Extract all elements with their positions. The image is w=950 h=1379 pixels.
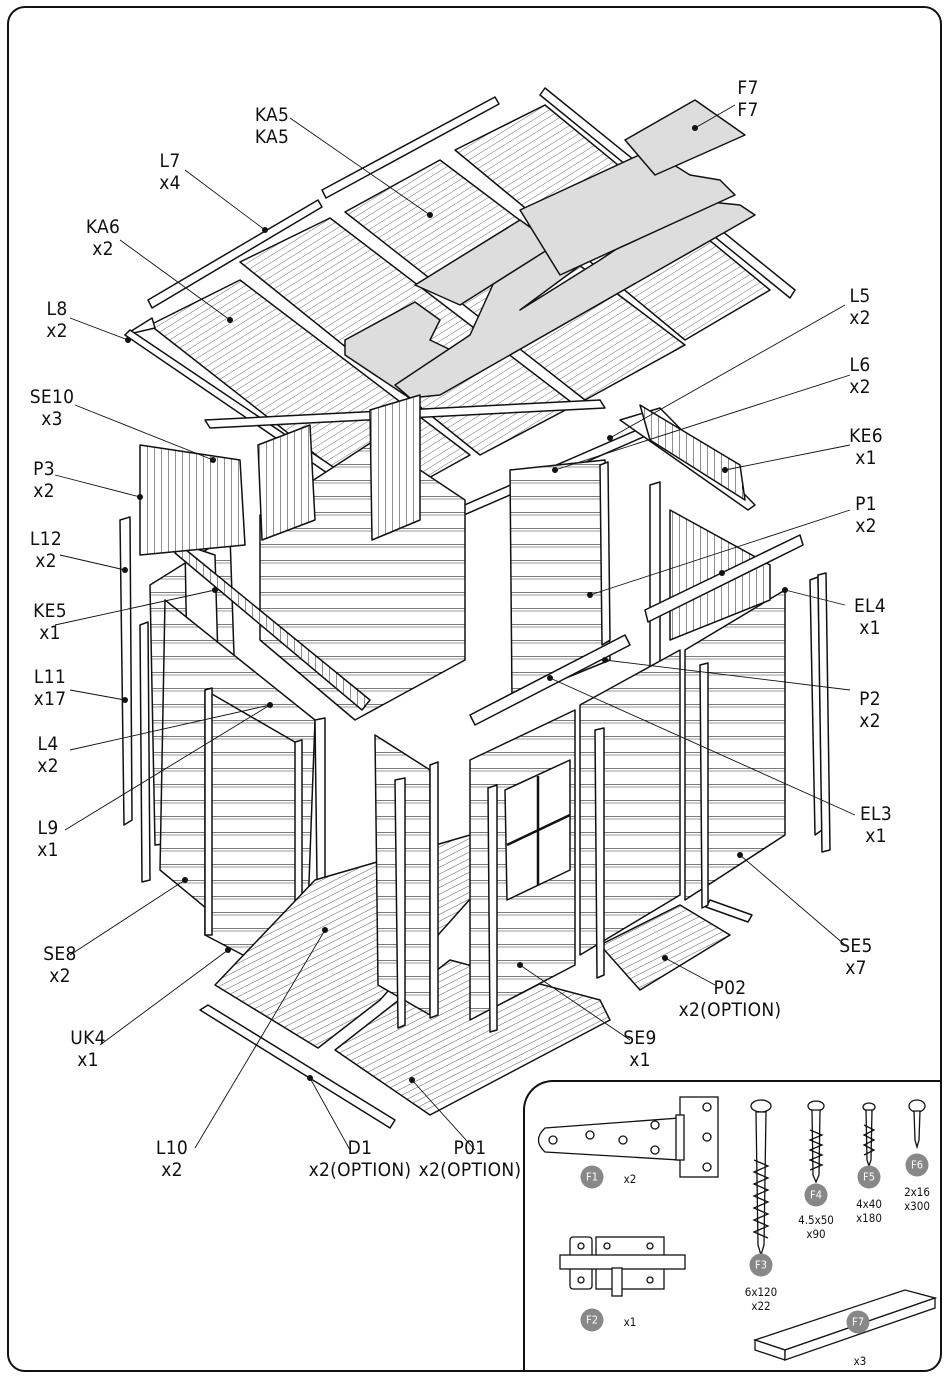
hw-f1-qty: x2 <box>624 1172 637 1186</box>
board-f7-icon <box>755 1290 935 1360</box>
hinge-icon <box>539 1097 719 1177</box>
badge-f6: F6 <box>906 1154 929 1177</box>
hw-f7-qty: x3 <box>854 1354 867 1368</box>
badge-f5: F5 <box>858 1166 881 1189</box>
screw-6x120-icon <box>751 1100 771 1255</box>
badge-f4: F4 <box>805 1184 828 1207</box>
screw-4x40-icon <box>863 1103 875 1166</box>
badge-f3: F3 <box>750 1254 773 1277</box>
screw-4.5x50-icon <box>808 1101 824 1182</box>
badge-f1: F1 <box>581 1166 604 1189</box>
nail-icon <box>909 1100 925 1147</box>
badge-f7: F7 <box>847 1311 870 1334</box>
badge-f2: F2 <box>581 1309 604 1332</box>
barrel-bolt-icon <box>560 1237 685 1296</box>
hw-f2-qty: x1 <box>624 1315 637 1329</box>
